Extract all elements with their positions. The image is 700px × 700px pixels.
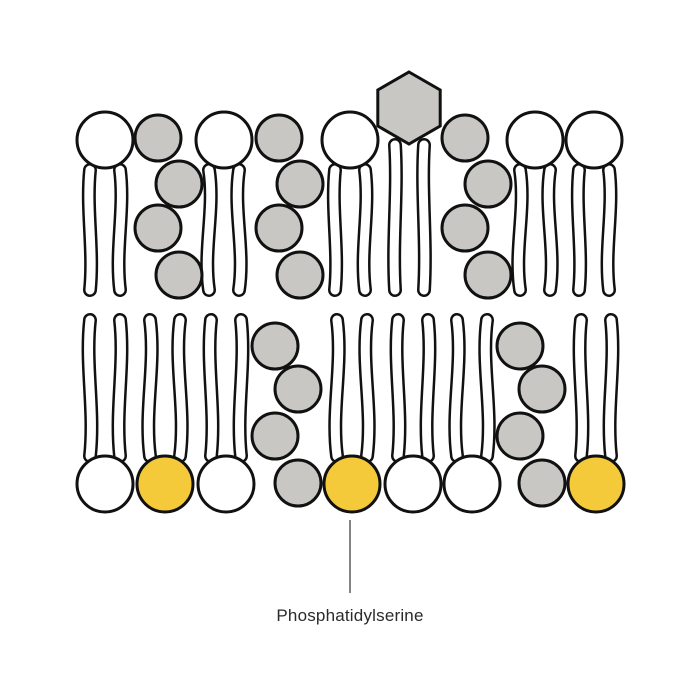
lipid-tail (205, 315, 217, 461)
lipid-tail (84, 315, 96, 461)
cholesterol-molecule (495, 411, 545, 461)
cholesterol-molecule (254, 203, 304, 253)
lipid-tail (143, 315, 157, 461)
cholesterol-molecule (273, 458, 323, 508)
lipid-tail (360, 315, 374, 461)
phospholipid-head (75, 454, 135, 514)
phosphatidylserine-label: Phosphatidylserine (276, 606, 424, 625)
cholesterol-molecule (440, 203, 490, 253)
cholesterol-molecule (517, 364, 567, 414)
lipid-tail (605, 315, 617, 461)
lipid-tail (202, 165, 216, 295)
lipid-tails (81, 138, 620, 463)
lipid-tail (114, 315, 126, 461)
phospholipid-head (383, 454, 443, 514)
cholesterol-molecule (275, 250, 325, 300)
cholesterol-molecule (133, 113, 183, 163)
phospholipid-head (320, 110, 380, 170)
lipid-tail (422, 315, 434, 461)
cholesterol-molecule (517, 458, 567, 508)
lipid-tail (480, 315, 494, 461)
phospholipid-head (196, 454, 256, 514)
lipid-tail (330, 315, 344, 461)
cholesterol-molecule (250, 321, 300, 371)
phospholipid-head (564, 110, 624, 170)
cholesterol-molecule (273, 364, 323, 414)
lipid-tail (573, 165, 585, 295)
phospholipid-head (505, 110, 565, 170)
phospholipid-head (75, 110, 135, 170)
cholesterol-molecule (463, 159, 513, 209)
cholesterol-molecule (463, 250, 513, 300)
cholesterol-molecule (440, 113, 490, 163)
lipid-tail (389, 140, 401, 295)
cholesterol-molecule (495, 321, 545, 371)
cholesterol-molecule (154, 250, 204, 300)
glycolipid-hexagon (376, 70, 442, 146)
phosphatidylserine-head (135, 454, 195, 514)
lipid-tail (359, 165, 371, 295)
lipid-tail (232, 165, 246, 295)
lipid-tail (513, 165, 527, 295)
molecules (75, 70, 626, 514)
lipid-tail (603, 165, 615, 295)
lipid-tail (173, 315, 187, 461)
lipid-tail (235, 315, 247, 461)
phosphatidylserine-head (566, 454, 626, 514)
cholesterol-molecule (133, 203, 183, 253)
cholesterol-molecule (154, 159, 204, 209)
lipid-tail (84, 165, 96, 295)
lipid-tail (450, 315, 464, 461)
lipid-tail (392, 315, 404, 461)
cholesterol-molecule (250, 411, 300, 461)
lipid-tail (329, 165, 341, 295)
lipid-tail (418, 140, 430, 295)
lipid-tail (114, 165, 126, 295)
lipid-tail (575, 315, 587, 461)
phospholipid-head (194, 110, 254, 170)
cholesterol-molecule (275, 159, 325, 209)
phosphatidylserine-head (322, 454, 382, 514)
cholesterol-molecule (254, 113, 304, 163)
phospholipid-head (442, 454, 502, 514)
lipid-tail (543, 165, 557, 295)
